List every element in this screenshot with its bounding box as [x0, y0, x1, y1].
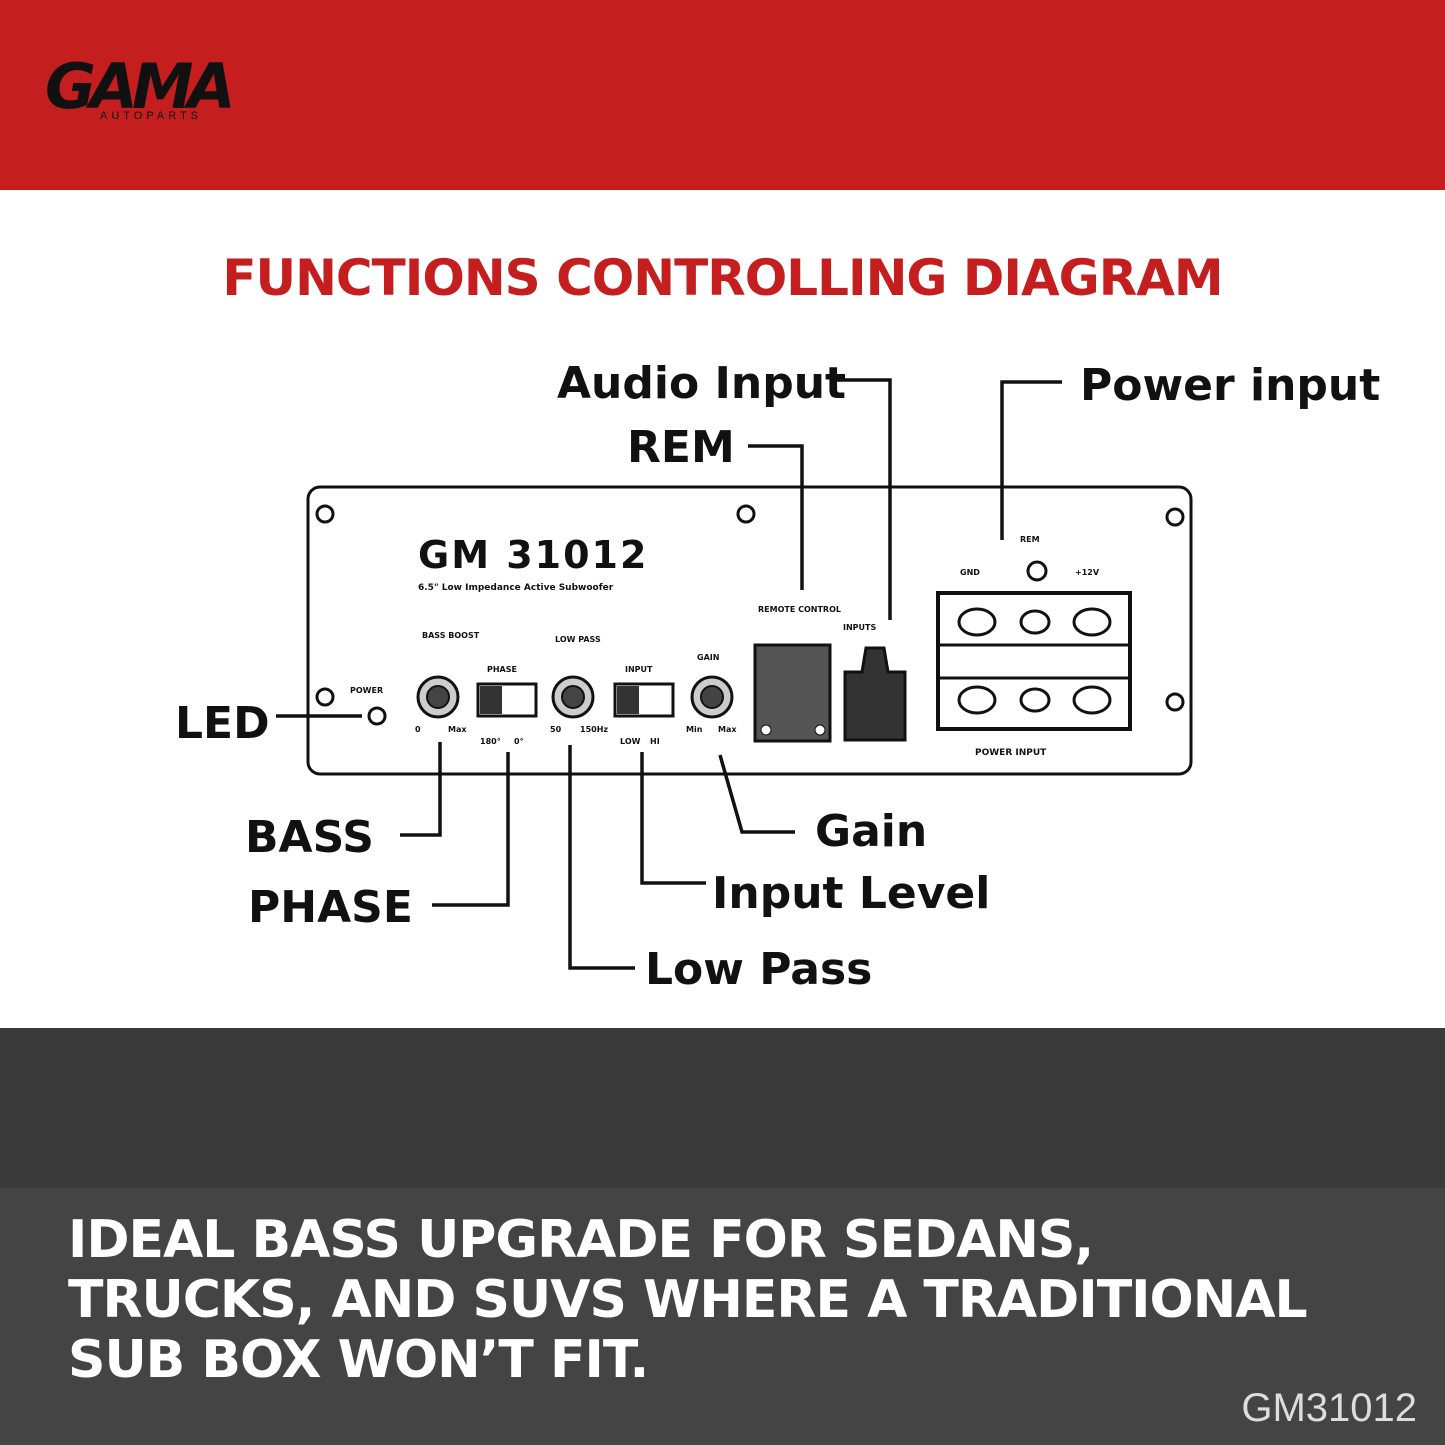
low-pass-label: LOW PASS	[555, 635, 601, 644]
low-pass-scale-max: 150Hz	[580, 725, 608, 734]
power-input-leader	[1000, 380, 1062, 540]
callout-lines	[276, 378, 1062, 970]
terminal-wire-hole	[1019, 687, 1051, 713]
rem-terminal-screw	[1019, 609, 1051, 635]
audio-input-port	[843, 646, 907, 742]
logo-subtext: AUTOPARTS	[100, 110, 203, 122]
mount-hole	[736, 504, 756, 524]
audio-input-leader	[833, 378, 892, 620]
input-level-leader	[640, 752, 706, 885]
gnd-terminal-label: GND	[960, 568, 980, 577]
port-pin	[814, 724, 826, 736]
phase-scale-a: 180°	[480, 737, 501, 746]
input-scale-hi: HI	[650, 737, 660, 746]
callout-rem: REM	[627, 422, 735, 473]
bass-scale-min: 0	[415, 725, 421, 734]
phase-switch-label: PHASE	[487, 665, 517, 674]
input-switch-label: INPUT	[625, 665, 653, 674]
panel-subtitle: 6.5" Low Impedance Active Subwoofer	[418, 583, 614, 593]
logo-wordmark: GAMA	[45, 50, 236, 123]
gnd-terminal-screw	[957, 607, 997, 637]
power-terminal-block	[936, 591, 1132, 731]
panel-model: GM 31012	[418, 533, 648, 577]
input-scale-low: LOW	[620, 737, 641, 746]
callout-bass: BASS	[245, 812, 374, 863]
mount-hole	[315, 687, 335, 707]
callout-input-level: Input Level	[712, 868, 990, 919]
knob-center	[426, 685, 450, 709]
callout-low-pass: Low Pass	[645, 944, 872, 995]
callout-power-input: Power input	[1080, 360, 1380, 411]
power-led-label: POWER	[350, 686, 383, 695]
mount-hole	[315, 504, 335, 524]
inputs-label: INPUTS	[843, 623, 876, 632]
bass-scale-max: Max	[448, 725, 467, 734]
plus12v-terminal-label: +12V	[1075, 568, 1100, 577]
functions-diagram: GM 31012 6.5" Low Impedance Active Subwo…	[0, 330, 1445, 1030]
knob-center	[561, 685, 585, 709]
phase-leader	[432, 752, 510, 907]
callout-phase: PHASE	[248, 882, 413, 933]
callout-gain: Gain	[815, 806, 927, 857]
power-input-panel-label: POWER INPUT	[975, 748, 1047, 758]
bass-boost-label: BASS BOOST	[422, 631, 480, 640]
dark-band	[0, 1028, 1445, 1188]
rem-terminal-indicator	[1026, 560, 1048, 582]
gain-scale-max: Max	[718, 725, 737, 734]
rem-leader	[748, 444, 804, 590]
brand-header-bar: GAMA AUTOPARTS	[0, 0, 1445, 190]
port-pin	[760, 724, 772, 736]
tagline-band	[0, 1188, 1445, 1445]
input-switch-slider	[617, 686, 639, 714]
phase-switch-slider	[480, 686, 502, 714]
bass-leader	[400, 742, 442, 837]
phase-scale-b: 0°	[514, 737, 524, 746]
terminal-wire-hole	[957, 685, 997, 715]
low-pass-leader	[568, 745, 635, 970]
model-code: GM31012	[1241, 1386, 1417, 1430]
low-pass-scale-min: 50	[550, 725, 562, 734]
diagram-heading: FUNCTIONS CONTROLLING DIAGRAM	[222, 249, 1223, 307]
diagram-svg: GM 31012 6.5" Low Impedance Active Subwo…	[175, 358, 1380, 995]
gain-scale-min: Min	[686, 725, 703, 734]
knob-center	[700, 685, 724, 709]
callout-led: LED	[175, 698, 270, 749]
power-led	[367, 706, 387, 726]
mount-hole	[1165, 507, 1185, 527]
gain-leader	[718, 754, 795, 834]
gain-label: GAIN	[697, 653, 719, 662]
rem-terminal-label: REM	[1020, 535, 1040, 544]
remote-control-label: REMOTE CONTROL	[758, 605, 841, 614]
terminal-wire-hole	[1072, 685, 1112, 715]
brand-logo: GAMA AUTOPARTS	[45, 52, 255, 132]
callout-audio-input: Audio Input	[557, 358, 846, 409]
plus12v-terminal-screw	[1072, 607, 1112, 637]
mount-hole	[1165, 692, 1185, 712]
tagline-text: IDEAL BASS UPGRADE FOR SEDANS, TRUCKS, A…	[68, 1210, 1308, 1390]
